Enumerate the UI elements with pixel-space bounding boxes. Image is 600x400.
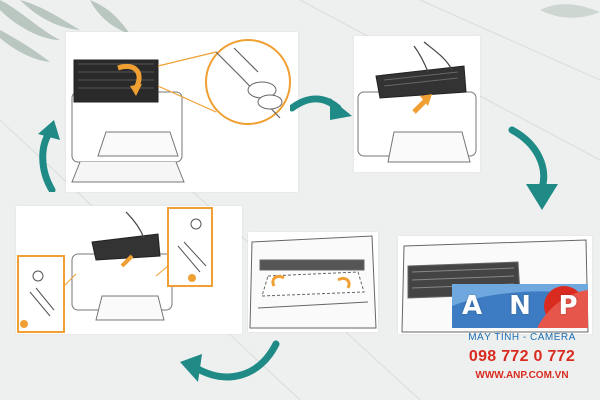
- logo-website: WWW.ANP.COM.VN: [475, 370, 569, 381]
- curved-arrow-icon: [508, 126, 558, 210]
- logo-background: [452, 284, 588, 328]
- logo-letters: A N P: [452, 282, 588, 330]
- logo-tagline: MÁY TÍNH - CAMERA: [468, 332, 576, 343]
- plant-leaves-icon: [0, 0, 130, 62]
- curved-arrow-icon: [180, 340, 280, 382]
- curved-arrow-icon: [290, 95, 352, 120]
- step-panel-open-cover: [66, 32, 298, 192]
- printer-illustration: [357, 41, 477, 163]
- curved-arrow-icon: [38, 120, 60, 192]
- step-panel-release-levers: [16, 206, 242, 334]
- printer-illustration: [17, 207, 213, 333]
- logo-letter-a: A: [461, 291, 483, 321]
- logo-letter-p: P: [558, 291, 578, 321]
- logo-letter-n: N: [509, 291, 531, 321]
- plant-leaves-icon: [540, 4, 600, 18]
- step-panel-remove-cartridge: [354, 36, 480, 172]
- step-panel-pull-paper: [248, 232, 378, 332]
- printer-illustration: [249, 235, 377, 329]
- logo-phone: 098 772 0 772: [468, 348, 576, 365]
- printer-illustration: [71, 39, 291, 183]
- anp-logo: A N P MÁY TÍNH - CAMERA 098 772 0 772 WW…: [452, 282, 588, 392]
